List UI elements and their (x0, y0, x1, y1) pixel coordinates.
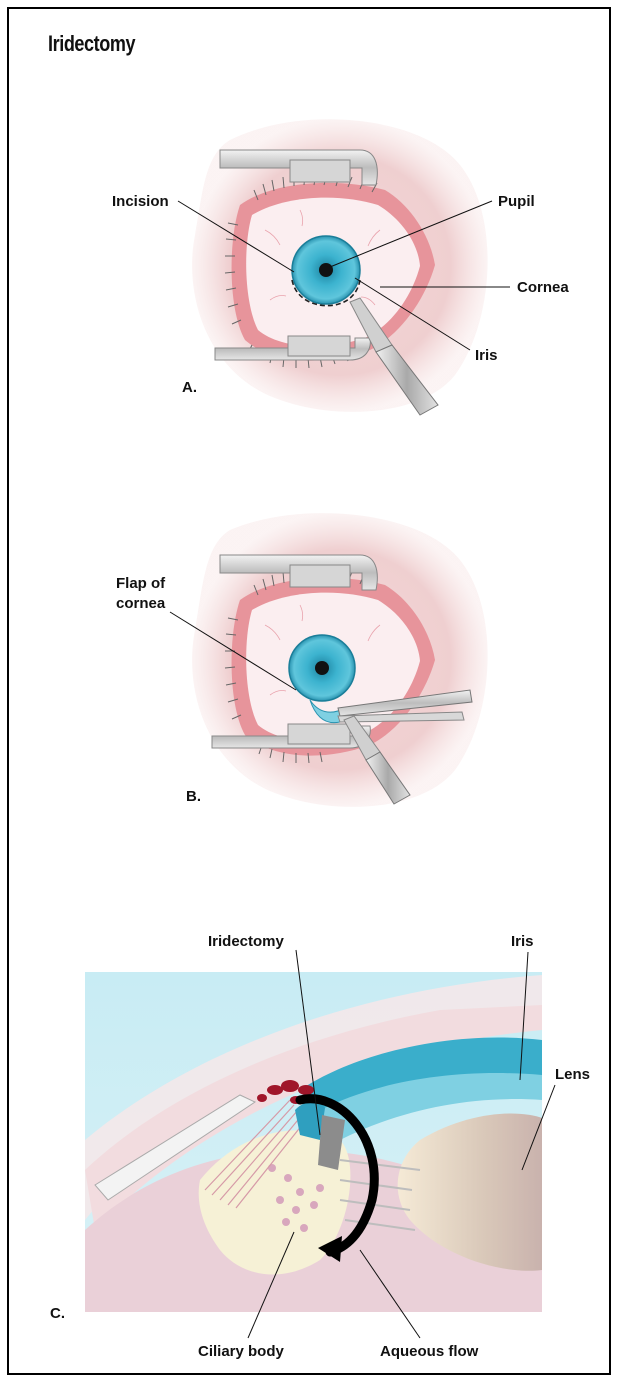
label-incision: Incision (112, 193, 169, 210)
retractor-top-blade-b (290, 565, 350, 587)
label-iris-a: Iris (475, 347, 498, 364)
label-iris-c: Iris (511, 933, 534, 950)
label-iridectomy: Iridectomy (208, 933, 285, 950)
label-flap-line2: cornea (116, 595, 166, 612)
label-pupil: Pupil (498, 193, 535, 210)
panel-a-illustration: Incision Pupil Cornea Iris A. (112, 119, 569, 415)
label-ciliary-body: Ciliary body (198, 1343, 285, 1360)
label-panel-b: B. (186, 788, 201, 805)
pupil-disc (319, 263, 333, 277)
label-flap-line1: Flap of (116, 575, 166, 592)
label-panel-c: C. (50, 1305, 65, 1322)
label-panel-a: A. (182, 379, 197, 396)
label-aqueous-flow: Aqueous flow (380, 1343, 479, 1360)
retractor-bottom-blade (288, 336, 350, 356)
label-cornea: Cornea (517, 279, 569, 296)
panel-b-illustration: Flap of cornea B. (116, 513, 488, 807)
retractor-top-blade (290, 160, 350, 182)
panel-c-illustration: Iridectomy Iris Lens C. Ciliary body Aqu… (50, 933, 590, 1360)
label-lens: Lens (555, 1066, 590, 1083)
pupil-disc-b (315, 661, 329, 675)
retractor-bottom-blade-b (288, 724, 350, 744)
